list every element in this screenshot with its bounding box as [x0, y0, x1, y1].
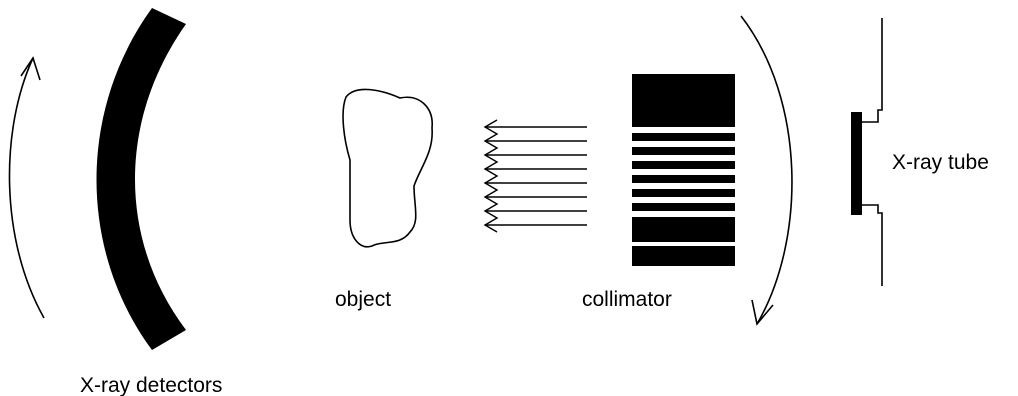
- tube-anode: [851, 112, 862, 215]
- label-xray-detectors: X-ray detectors: [80, 374, 222, 396]
- label-object: object: [335, 288, 391, 311]
- rotation-arrow-right: [740, 15, 793, 326]
- label-collimator: collimator: [582, 288, 672, 311]
- object-outline: [342, 88, 433, 248]
- xray-beams: [483, 119, 587, 233]
- rotation-arrow-left: [8, 56, 45, 319]
- collimator: [632, 74, 735, 266]
- detector-arc: [96, 8, 186, 350]
- xray-tube: [851, 18, 883, 286]
- label-xray-tube: X-ray tube: [892, 151, 989, 174]
